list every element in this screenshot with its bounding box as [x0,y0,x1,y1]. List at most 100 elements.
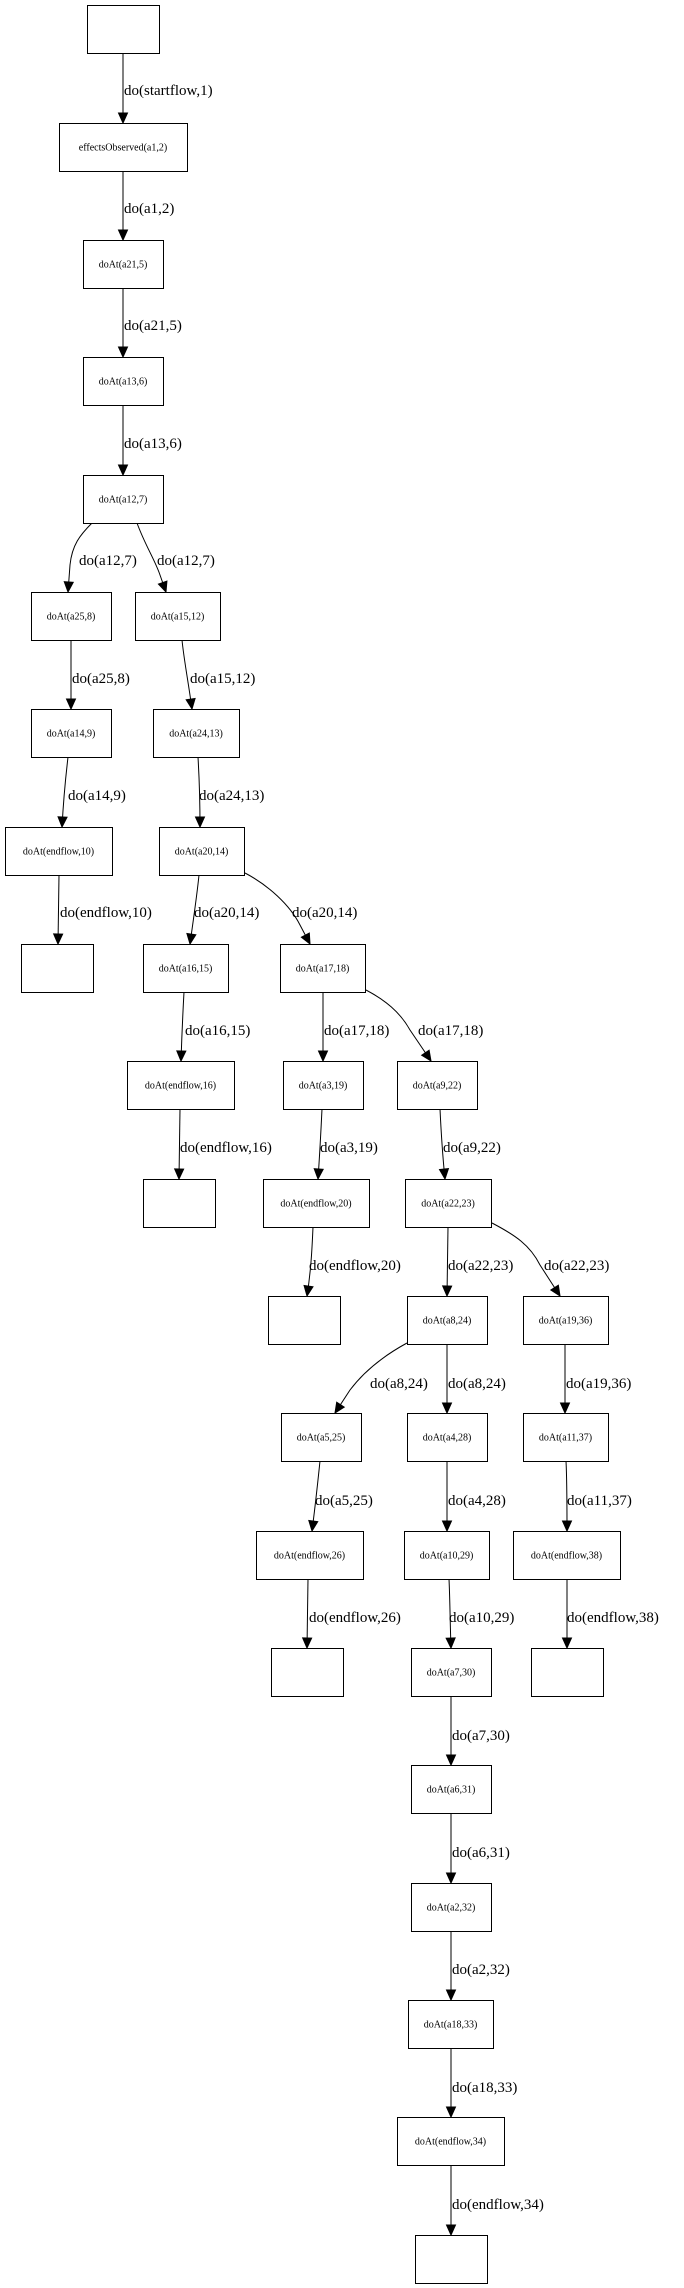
node-box [411,1648,492,1697]
node-box [5,827,113,876]
terminal-node [415,2235,488,2284]
node-n-endflow-38: doAt(endflow,38) [513,1531,621,1580]
node-box [283,1061,364,1110]
node-n-endflow-26: doAt(endflow,26) [256,1531,364,1580]
node-label: doAt(a8,24) [423,1316,472,1327]
node-label: doAt(a9,22) [413,1081,462,1092]
node-n-a3-19: doAt(a3,19) [283,1061,364,1110]
edge-label: do(endflow,26) [309,1610,401,1626]
edge: do(a16,15) [176,991,250,1063]
node-n-a16-15: doAt(a16,15) [143,944,229,993]
arrowhead-icon [303,1284,314,1298]
arrowhead-icon [186,932,197,946]
node-box [407,1413,488,1462]
node-label: doAt(a17,18) [296,964,350,975]
arrowhead-icon [300,932,311,946]
arrowhead-icon [549,1284,561,1298]
node-label: doAt(a25,8) [47,612,96,623]
node-box [31,592,112,641]
edge-label: do(a20,14) [292,905,357,921]
edge-label: do(endflow,10) [60,905,152,921]
node-n-a21-5: doAt(a21,5) [83,240,164,289]
node-n-endflow-34: doAt(endflow,34) [397,2117,505,2166]
edge: do(endflow,16) [173,1108,272,1181]
node-label: doAt(endflow,38) [531,1551,602,1562]
node-label: doAt(a16,15) [159,964,213,975]
node-n-a10-29: doAt(a10,29) [404,1531,490,1580]
node-box [143,1179,216,1228]
edge: do(a20,14) [186,874,259,946]
edge-label: do(startflow,1) [124,83,213,99]
arrowhead-icon [561,1520,573,1533]
arrowhead-icon [559,1402,571,1415]
edge-line [365,989,432,1062]
node-box [256,1531,364,1580]
edge-label: do(a22,23) [448,1258,513,1274]
node-n-a7-30: doAt(a7,30) [411,1648,492,1697]
node-box [415,2235,488,2284]
node-n-a8-24: doAt(a8,24) [407,1296,488,1345]
edge: do(a3,19) [313,1108,378,1181]
node-box [405,1179,492,1228]
node-box [513,1531,621,1580]
node-n-a11-37: doAt(a11,37) [523,1413,609,1462]
edge-label: do(a8,24) [370,1376,428,1392]
node-label: doAt(endflow,10) [23,847,94,858]
arrowhead-icon [445,2106,457,2119]
node-n-a25-8: doAt(a25,8) [31,592,112,641]
node-n-a13-6: doAt(a13,6) [83,357,164,406]
edge-line [334,1342,408,1414]
node-label: doAt(endflow,20) [280,1199,351,1210]
node-label: doAt(a4,28) [423,1433,472,1444]
arrowhead-icon [52,933,64,946]
edge-label: do(a18,33) [452,2080,517,2096]
node-n-a4-28: doAt(a4,28) [407,1413,488,1462]
node-box [408,2000,494,2049]
edge: do(a6,31) [445,1813,510,1885]
node-label: doAt(a13,6) [99,377,148,388]
edge: do(endflow,10) [52,874,152,946]
node-box [87,5,160,54]
edge-label: do(endflow,16) [180,1140,272,1156]
edge-label: do(a10,29) [449,1610,514,1626]
edge-line [306,1578,309,1649]
edge-label: do(a11,37) [567,1493,632,1509]
arrowhead-icon [561,1637,573,1650]
node-box [83,240,164,289]
edge-label: do(a20,14) [194,905,259,921]
edge: do(a12,7) [63,522,137,594]
edge-label: do(a8,24) [448,1376,506,1392]
edge: do(a13,6) [117,405,182,477]
edge-line [244,872,311,945]
node-label: doAt(a20,14) [175,847,229,858]
terminal-node [21,944,94,993]
edge-label: do(a3,19) [320,1140,378,1156]
arrowhead-icon [420,1049,432,1063]
edge: do(a17,18) [317,992,389,1063]
arrowhead-icon [63,581,75,594]
node-n-a18-33: doAt(a18,33) [408,2000,494,2049]
node-box [21,944,94,993]
arrowhead-icon [441,1285,453,1298]
edge-label: do(a12,7) [79,553,137,569]
node-box [83,357,164,406]
node-n-a19-36: doAt(a19,36) [523,1296,609,1345]
arrowhead-icon [445,1872,457,1885]
node-box [280,944,366,993]
arrowhead-icon [441,1520,453,1533]
edge-line [446,1226,449,1297]
edge-label: do(a4,28) [448,1493,506,1509]
edge: do(a19,36) [559,1344,631,1415]
edge-label: do(a24,13) [199,788,264,804]
edge: do(endflow,38) [561,1579,659,1650]
node-box [127,1061,235,1110]
arrowhead-icon [445,1989,457,2002]
node-label: doAt(a14,9) [47,729,96,740]
terminal-node [531,1648,604,1697]
edge: do(a22,23) [491,1222,609,1298]
arrowhead-icon [57,816,68,829]
edge-line [491,1222,561,1297]
edge-label: do(a25,8) [72,671,130,687]
arrowhead-icon [445,1754,457,1767]
